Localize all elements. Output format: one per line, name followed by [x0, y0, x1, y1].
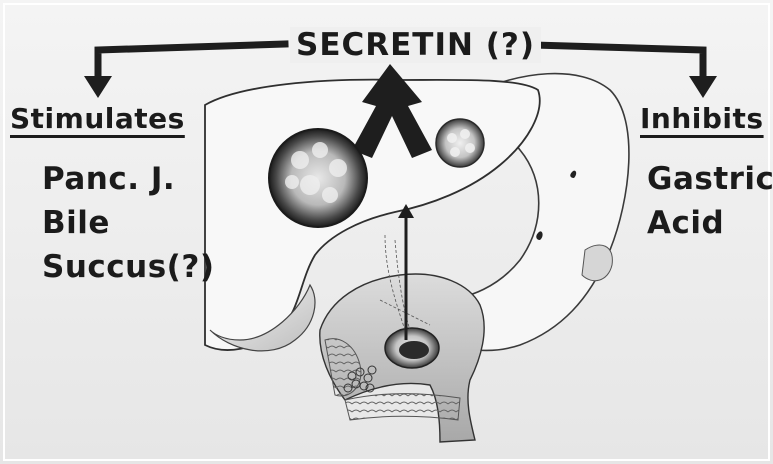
- inhibits-list: Gastric Acid: [647, 157, 773, 245]
- right-arrowhead-icon: [689, 76, 717, 98]
- left-arrowhead-icon: [84, 76, 112, 98]
- liver-metastasis-small: [436, 119, 484, 167]
- stimulates-heading: Stimulates: [10, 102, 185, 135]
- stimulates-list: Panc. J. Bile Succus(?): [42, 157, 215, 289]
- pancreatic-tumor-core: [399, 341, 429, 359]
- stimulates-item: Bile: [42, 201, 215, 245]
- mucosal-folds: [345, 394, 460, 420]
- inhibits-heading: Inhibits: [640, 102, 764, 135]
- stimulates-item: Succus(?): [42, 245, 215, 289]
- stimulates-item: Panc. J.: [42, 157, 215, 201]
- inhibits-item: Acid: [647, 201, 773, 245]
- left-branch-arrow: [98, 44, 285, 78]
- spleen-tip: [582, 245, 612, 281]
- page-title: SECRETIN (?): [290, 27, 541, 63]
- inhibits-item: Gastric: [647, 157, 773, 201]
